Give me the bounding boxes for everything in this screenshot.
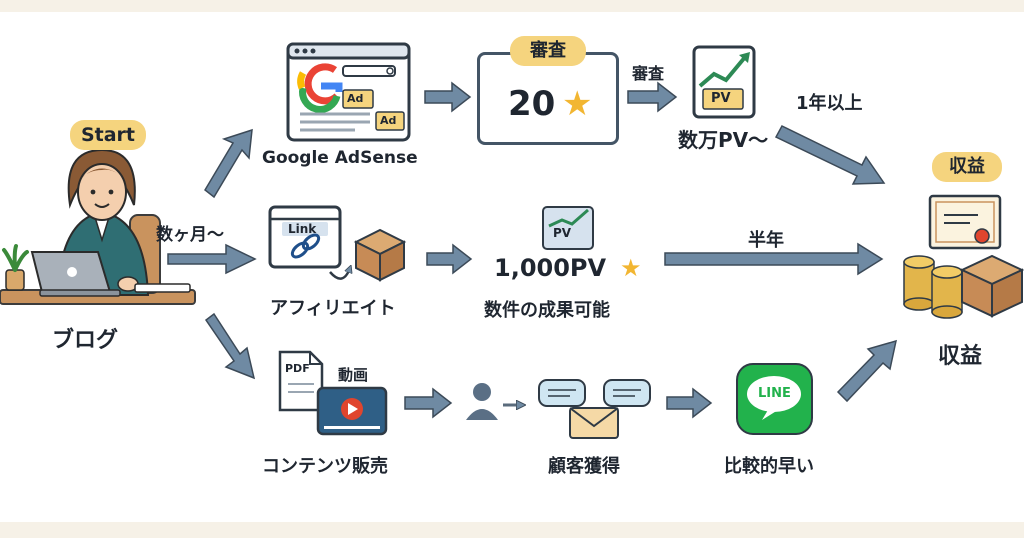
pdf-tag: PDF [285, 362, 310, 375]
start-badge: Start [70, 120, 146, 150]
pdf-document-icon [278, 350, 324, 412]
content-sales-label: コンテンツ販売 [262, 456, 388, 477]
certificate-icon [928, 194, 1002, 250]
pv-icon-text-top: PV [711, 91, 731, 106]
time-over-one-year-label: 1年以上 [796, 93, 863, 114]
pv-growth-icon [692, 45, 756, 119]
flow-arrows [167, 81, 897, 419]
blog-label: ブログ [52, 328, 119, 353]
adsense-label: Google AdSense [262, 148, 418, 168]
line-app-icon [736, 363, 813, 435]
review-badge: 審査 [510, 36, 586, 66]
star-icon: ★ [562, 84, 593, 124]
google-g-icon [297, 63, 343, 113]
time-half-year-label: 半年 [748, 230, 784, 251]
revenue-badge: 収益 [932, 152, 1002, 182]
review-box [477, 52, 619, 145]
link-card-text: Link [288, 222, 317, 236]
adsense-window-icon [286, 42, 411, 142]
arrow-halfyear-to-revenue [664, 242, 884, 276]
revenue-label: 収益 [938, 344, 983, 369]
arrow-affiliate-to-pv [426, 243, 473, 275]
gold-coins-icon [903, 255, 963, 319]
duration-months-label: 数ヶ月〜 [156, 225, 224, 245]
customer-person-icon [466, 383, 498, 420]
arrow-pv-to-revenue [774, 125, 886, 185]
arrow-customer-to-line [666, 387, 713, 419]
package-box-icon [353, 228, 407, 282]
affiliate-label: アフィリエイト [270, 298, 396, 319]
pv-icon-text-middle: PV [553, 226, 572, 240]
adsense-ad-tag-1: Ad [347, 92, 364, 105]
arrow-review-to-pv [627, 81, 678, 113]
blogger-illustration [0, 148, 196, 305]
video-player-icon [316, 386, 388, 436]
revenue-box-icon [959, 254, 1024, 318]
relatively-fast-label: 比較的早い [724, 456, 814, 477]
affiliate-result-label: 数件の成果可能 [484, 300, 610, 321]
pv-tens-of-thousands-label: 数万PV〜 [678, 128, 769, 152]
arrow-to-adsense [204, 128, 253, 199]
pv-icon-affiliate [542, 206, 594, 250]
arrow-to-content [204, 312, 256, 380]
arrow-content-to-customer [404, 387, 453, 419]
arrow-adsense-to-review [424, 81, 472, 113]
review-score: 20 [508, 84, 556, 124]
pv-count-label: 1,000PV [494, 254, 607, 282]
pv-count-star-icon: ★ [620, 254, 642, 282]
arrow-to-affiliate [167, 243, 257, 275]
video-tag: 動画 [338, 366, 369, 384]
customer-acquisition-label: 顧客獲得 [548, 456, 620, 477]
affiliate-link-icon [268, 205, 350, 280]
adsense-ad-tag-2: Ad [380, 114, 397, 127]
line-icon-text: LINE [758, 386, 791, 401]
arrow-line-to-revenue [836, 339, 897, 403]
chat-bubbles-icon [538, 379, 651, 407]
review-arrow-label: 審査 [632, 64, 665, 83]
envelope-icon [569, 407, 619, 439]
